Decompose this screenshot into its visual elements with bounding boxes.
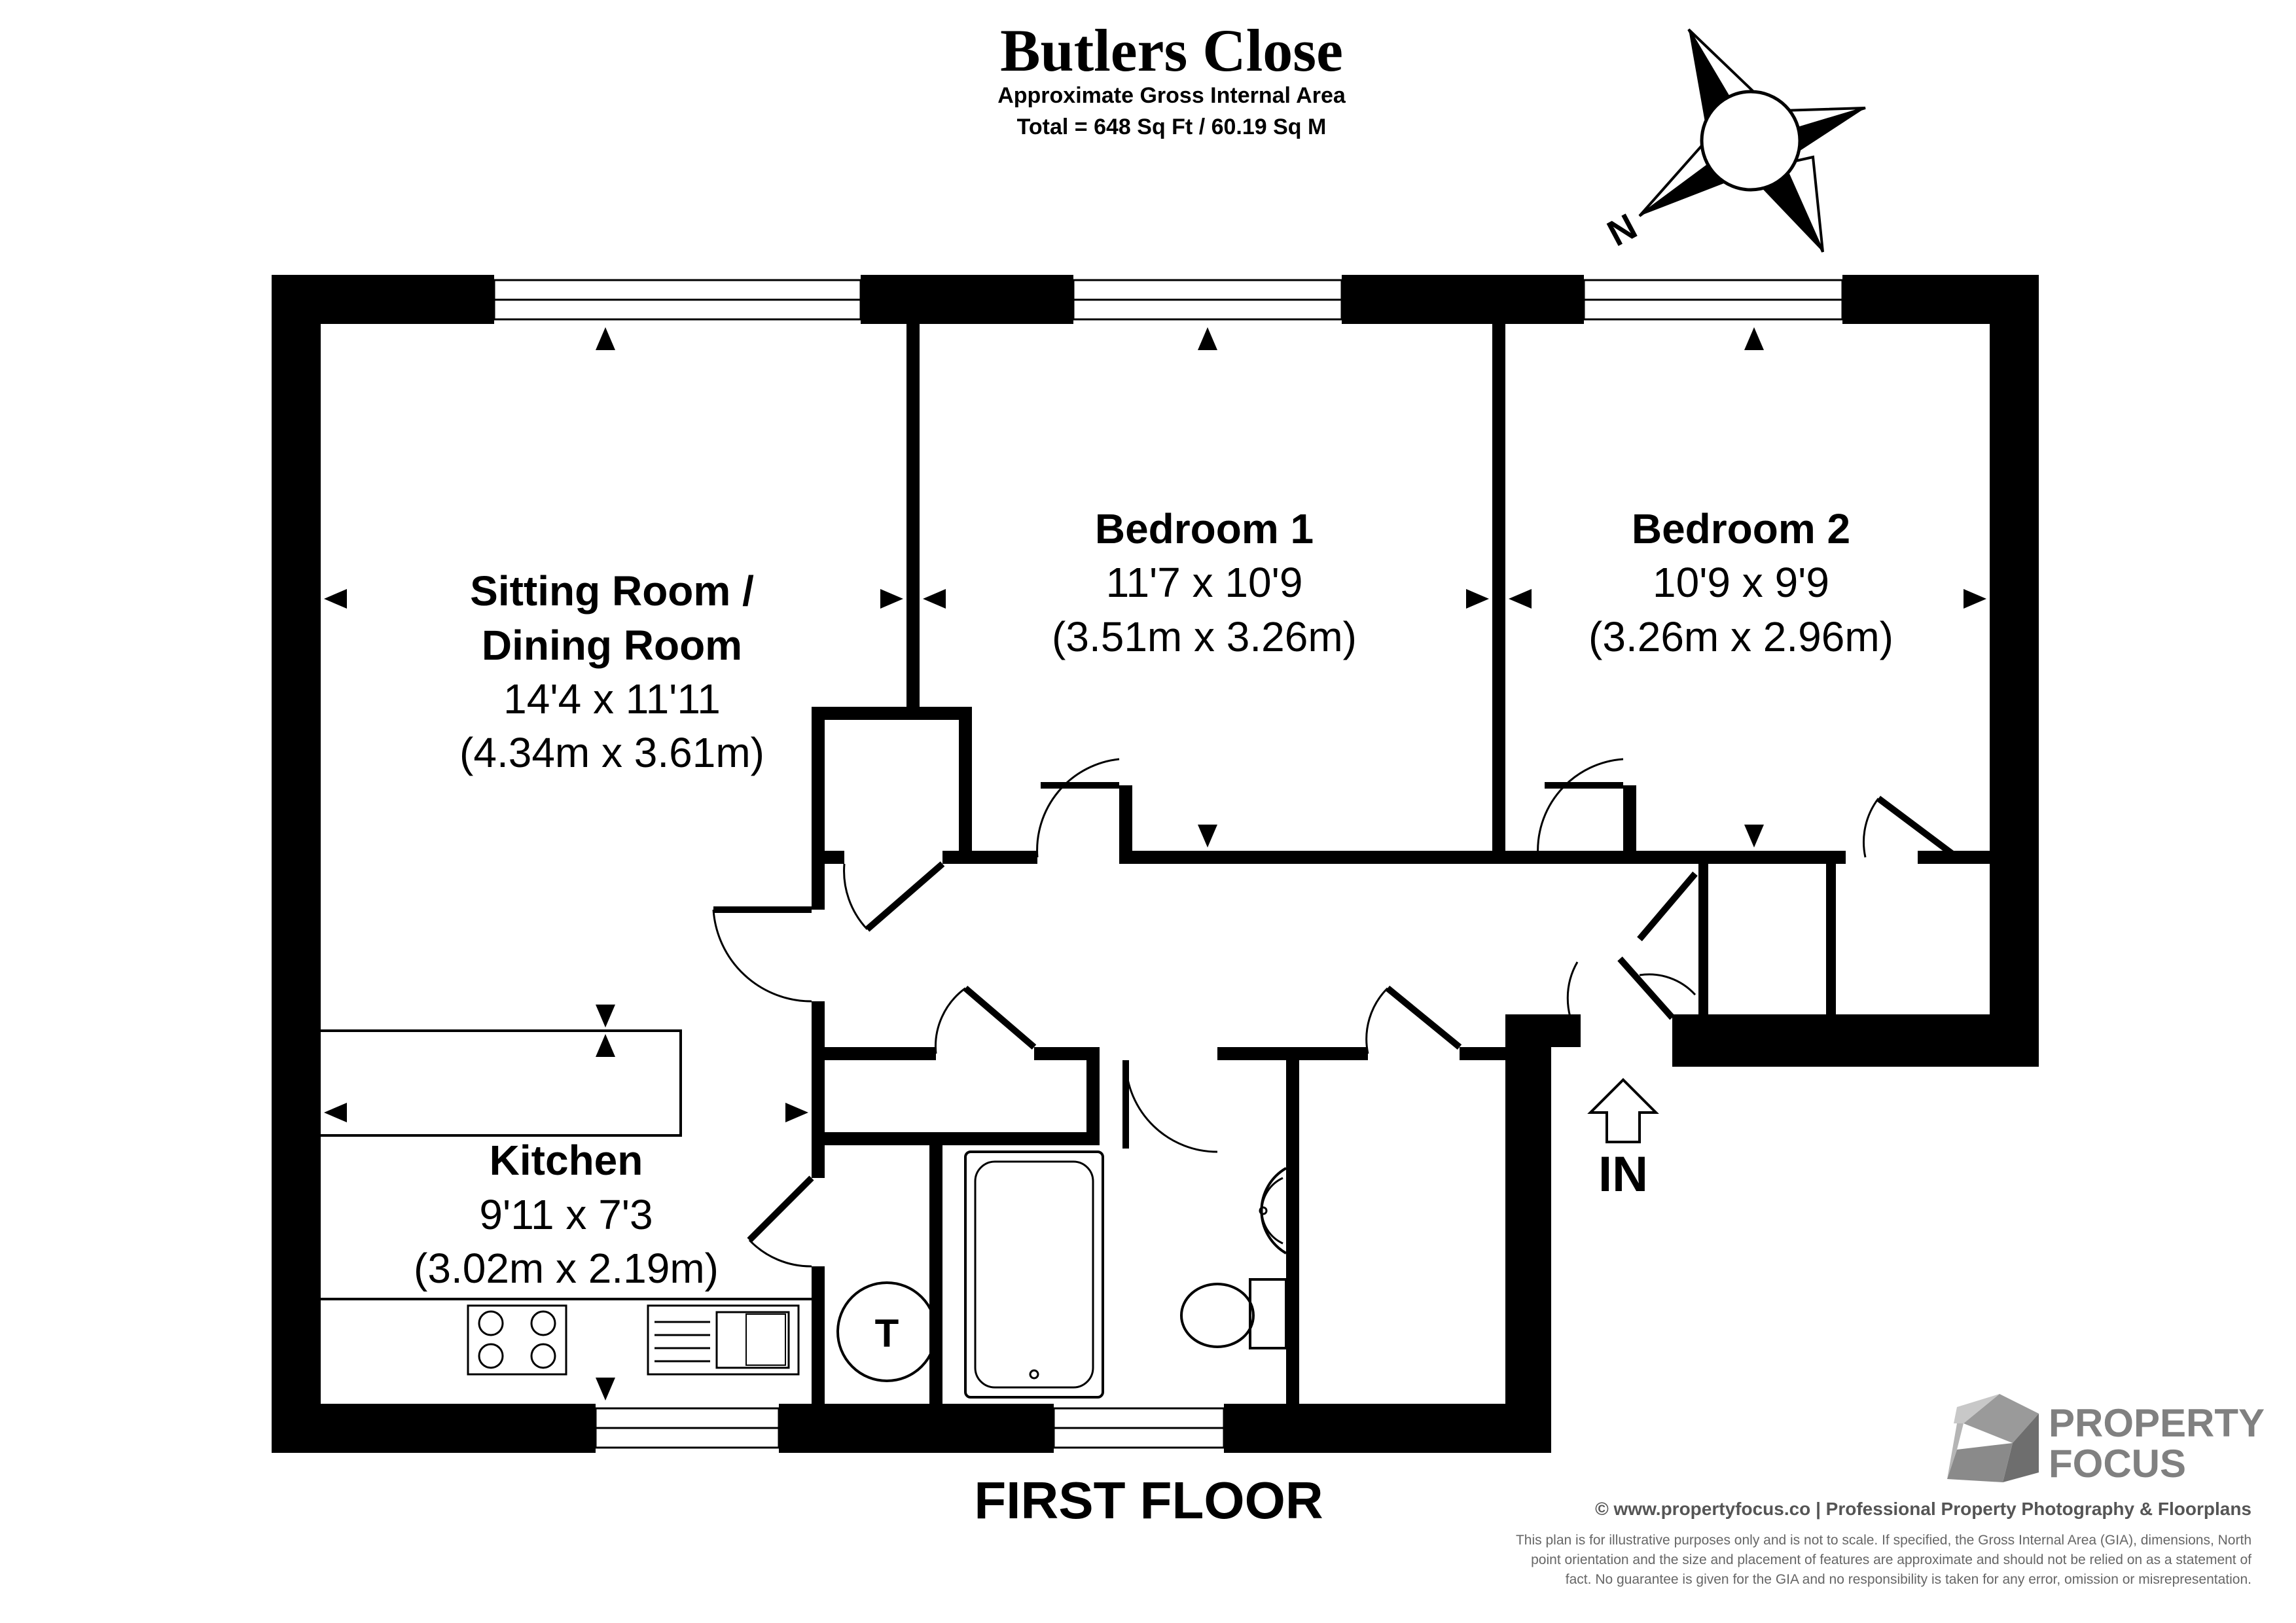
property-focus-logo-icon xyxy=(1947,1394,2039,1482)
water-tank-icon xyxy=(836,1281,937,1382)
dimension-arrows xyxy=(324,327,1986,1400)
plan-total-area: Total = 648 Sq Ft / 60.19 Sq M xyxy=(1017,115,1327,139)
sink-icon xyxy=(647,1304,800,1376)
floor-label: FIRST FLOOR xyxy=(974,1471,1323,1529)
room-sitting-metric: (4.34m x 3.61m) xyxy=(459,729,764,776)
hob-icon xyxy=(467,1304,567,1376)
compass-north-label: N xyxy=(1600,205,1643,255)
disclaimer-line-3: fact. No guarantee is given for the GIA … xyxy=(1566,1572,2251,1587)
room-sitting-name-1: Sitting Room / xyxy=(470,567,754,615)
kitchen-fittings xyxy=(321,1029,812,1376)
disclaimer-line-2: point orientation and the size and place… xyxy=(1531,1552,2251,1567)
room-sitting-imperial: 14'4 x 11'11 xyxy=(503,675,721,722)
outer-walls xyxy=(272,275,2039,1453)
room-kitchen-name: Kitchen xyxy=(490,1137,643,1184)
plan-title: Butlers Close xyxy=(1000,17,1343,84)
doors xyxy=(712,758,1959,1268)
logo-text-line2: FOCUS xyxy=(2049,1442,2186,1486)
room-bedroom2-name: Bedroom 2 xyxy=(1632,505,1850,552)
room-kitchen-imperial: 9'11 x 7'3 xyxy=(479,1191,653,1238)
credit-line: © www.propertyfocus.co | Professional Pr… xyxy=(1595,1499,2251,1519)
logo-text-line1: PROPERTY xyxy=(2049,1401,2265,1445)
room-bedroom1-name: Bedroom 1 xyxy=(1095,505,1314,552)
room-bedroom1-imperial: 11'7 x 10'9 xyxy=(1106,559,1303,606)
toilet-icon xyxy=(1180,1278,1287,1349)
room-bedroom2-metric: (3.26m x 2.96m) xyxy=(1588,613,1893,660)
disclaimer-line-1: This plan is for illustrative purposes o… xyxy=(1516,1533,2251,1548)
compass-rose-icon xyxy=(1638,28,1866,253)
internal-walls xyxy=(812,324,1990,1404)
room-bedroom2-imperial: 10'9 x 9'9 xyxy=(1653,559,1829,606)
room-sitting-name-2: Dining Room xyxy=(482,622,742,669)
room-bedroom1-metric: (3.51m x 3.26m) xyxy=(1052,613,1357,660)
bathroom-fittings xyxy=(964,1150,1287,1399)
entrance-arrow-icon xyxy=(1587,1078,1659,1143)
entrance-label: IN xyxy=(1598,1147,1648,1202)
bath-icon xyxy=(964,1150,1104,1399)
room-kitchen-metric: (3.02m x 2.19m) xyxy=(414,1245,719,1292)
windows xyxy=(493,279,1844,1449)
basin-icon xyxy=(1259,1167,1287,1255)
plan-subtitle: Approximate Gross Internal Area xyxy=(997,83,1346,108)
water-tank-label: T xyxy=(875,1311,899,1355)
